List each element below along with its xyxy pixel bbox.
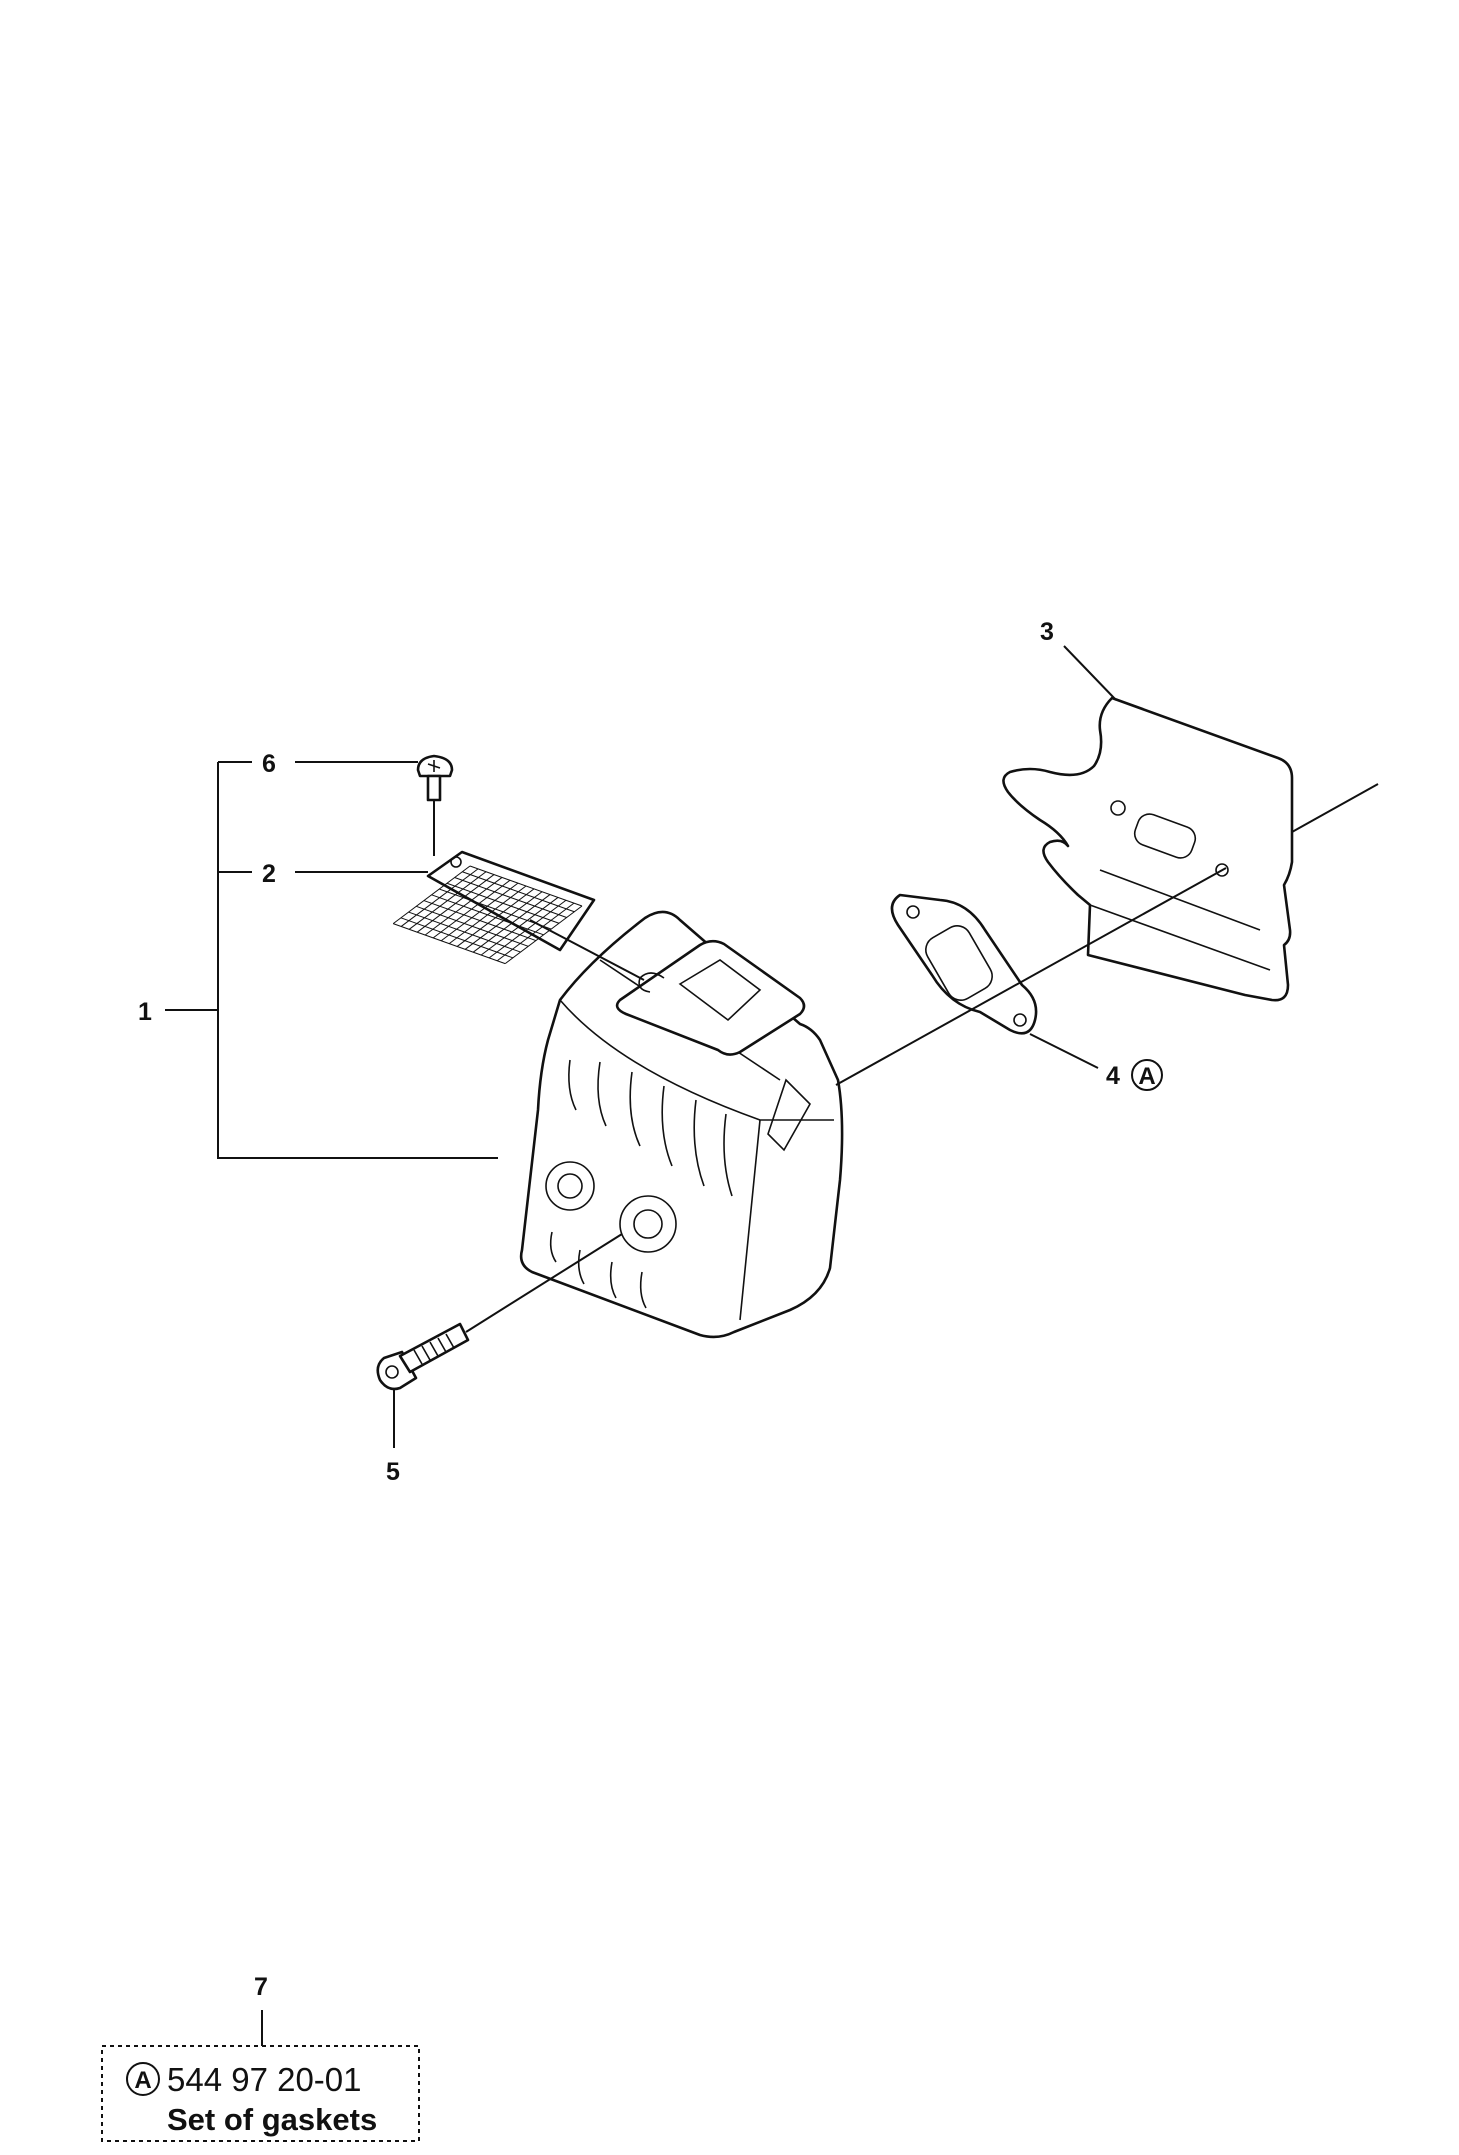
mesh-line xyxy=(416,905,529,947)
callout-1: 1 xyxy=(138,998,152,1026)
callout-4: 4 xyxy=(1106,1062,1120,1090)
muffler-part-1 xyxy=(519,910,844,1339)
mesh-line xyxy=(446,882,560,924)
mesh-line xyxy=(431,894,544,936)
kit-part-number: 544 97 20-01 xyxy=(167,2061,362,2098)
screw-part-6 xyxy=(416,754,454,802)
gasket-kit-box: A 544 97 20-01 Set of gaskets xyxy=(101,2045,420,2142)
kit-name: Set of gaskets xyxy=(167,2102,377,2137)
callout-7: 7 xyxy=(254,1973,268,2001)
mesh-line xyxy=(462,871,575,913)
mesh-line xyxy=(393,923,506,965)
leader-lines xyxy=(165,645,1379,2046)
mesh-line xyxy=(400,917,514,959)
heat-shield-part-3 xyxy=(1002,696,1294,1002)
mesh-line xyxy=(423,900,537,942)
svg-text:A: A xyxy=(1138,1063,1155,1090)
bolt-part-5 xyxy=(376,1322,470,1391)
gasket-part-4 xyxy=(890,893,1038,1035)
callout-5: 5 xyxy=(386,1458,400,1486)
callout-2: 2 xyxy=(262,860,276,888)
spark-screen-part-2 xyxy=(392,850,596,965)
mesh-line xyxy=(408,911,521,953)
ref-marker-a: A xyxy=(1131,1059,1163,1091)
mesh-line xyxy=(469,865,583,907)
kit-marker: A xyxy=(134,2067,151,2094)
callout-6: 6 xyxy=(262,750,276,778)
mesh-line xyxy=(454,877,567,918)
callout-3: 3 xyxy=(1040,618,1054,646)
